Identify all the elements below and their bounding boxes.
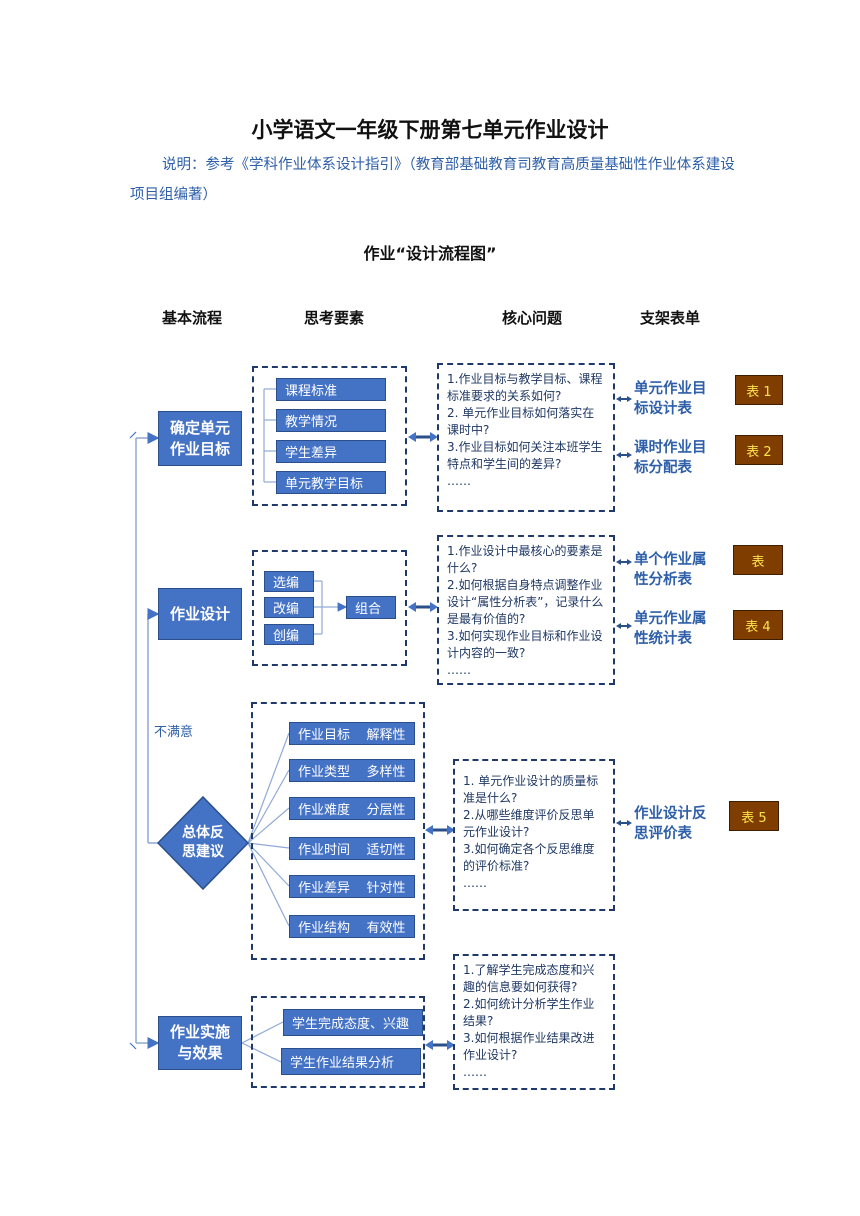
element-result-analysis: 学生作业结果分析	[281, 1048, 421, 1075]
badge-table-4: 表 4	[733, 610, 783, 640]
form-unit-attribute-statistics: 单元作业属性统计表	[634, 609, 707, 649]
form-label-line: 思评价表	[634, 826, 692, 842]
form-label-line: 课时作业目	[634, 440, 707, 456]
element-curriculum-standard: 课程标准	[276, 378, 386, 401]
element-unit-teaching-goals: 单元教学目标	[276, 471, 386, 494]
question-item: 2. 单元作业目标如何落实在课时中?	[447, 406, 595, 437]
question-item: ……	[463, 876, 487, 890]
column-header-thinking-elements: 思考要素	[304, 309, 365, 327]
question-item: 3.如何根据作业结果改进作业设计?	[463, 1031, 595, 1062]
element-difference-targeted: 作业差异 针对性	[289, 875, 415, 898]
elements-group-design	[252, 550, 407, 666]
question-item: 2.如何根据自身特点调整作业设计“属性分析表”，记录什么是最有价值的?	[447, 578, 604, 626]
form-label-line: 标设计表	[634, 401, 692, 417]
step-implementation-effect: 作业实施与效果	[158, 1016, 242, 1070]
question-item: 1.了解学生完成态度和兴趣的信息要如何获得?	[463, 963, 595, 994]
form-label-line: 标分配表	[634, 460, 692, 476]
question-item: 3.作业目标如何关注本班学生特点和学生间的差异?	[447, 440, 603, 471]
question-item: ……	[447, 663, 471, 677]
questions-box-design: 1.作业设计中最核心的要素是什么? 2.如何根据自身特点调整作业设计“属性分析表…	[437, 535, 615, 685]
form-label-line: 单元作业属	[634, 611, 707, 627]
element-student-difference: 学生差异	[276, 440, 386, 463]
reflection-diamond	[156, 795, 250, 891]
form-single-attribute-analysis: 单个作业属性分析表	[634, 550, 707, 590]
step-set-unit-goals: 确定单元作业目标	[158, 411, 242, 466]
question-item: ……	[463, 1065, 487, 1079]
form-lesson-goal-allocation: 课时作业目标分配表	[634, 438, 707, 478]
step-label-line: 作业实施	[169, 1023, 230, 1041]
column-header-basic-flow: 基本流程	[162, 309, 223, 327]
badge-table-3: 表	[733, 545, 783, 575]
badge-table-1: 表 1	[735, 375, 783, 405]
flowchart-title: 作业“设计流程图”	[363, 244, 497, 263]
form-unit-goal-design: 单元作业目标设计表	[634, 379, 707, 419]
question-item: 1. 单元作业设计的质量标准是什么?	[463, 774, 599, 805]
element-goal-interpretive: 作业目标 解释性	[289, 722, 415, 745]
form-label-line: 性统计表	[634, 631, 692, 647]
question-item: 3.如何确定各个反思维度的评价标准?	[463, 842, 595, 873]
badge-table-5: 表 5	[729, 801, 779, 831]
elements-group-reflection	[251, 702, 425, 960]
questions-box-goals: 1.作业目标与教学目标、课程标准要求的关系如何? 2. 单元作业目标如何落实在课…	[437, 363, 615, 512]
form-label-line: 作业设计反	[634, 806, 707, 822]
form-label-line: 单元作业目	[634, 381, 707, 397]
step-homework-design: 作业设计	[158, 588, 242, 640]
element-time-appropriate: 作业时间 适切性	[289, 837, 415, 860]
elements-group-implementation	[251, 996, 425, 1088]
form-label-line: 性分析表	[634, 572, 692, 588]
step-label-line: 思建议	[182, 844, 224, 860]
step-label-line: 作业设计	[169, 604, 230, 623]
question-item: 2.如何统计分析学生作业结果?	[463, 997, 595, 1028]
question-item: 1.作业设计中最核心的要素是什么?	[447, 544, 603, 575]
elements-group-goals	[252, 366, 407, 506]
description-note: 说明：参考《学科作业体系设计指引》（教育部基础教育司教育高质量基础性作业体系建设…	[130, 157, 735, 203]
questions-box-reflection: 1. 单元作业设计的质量标准是什么? 2.从哪些维度评价反思单元作业设计? 3.…	[453, 759, 615, 911]
step-label-line: 确定单元	[169, 418, 230, 437]
badge-table-2: 表 2	[735, 435, 783, 465]
element-select: 选编	[264, 571, 314, 592]
question-item: 2.从哪些维度评价反思单元作业设计?	[463, 808, 595, 839]
form-reflection-evaluation: 作业设计反思评价表	[634, 804, 707, 844]
element-attitude-interest: 学生完成态度、兴趣	[283, 1009, 423, 1036]
element-teaching-situation: 教学情况	[276, 409, 386, 432]
questions-box-implementation: 1.了解学生完成态度和兴趣的信息要如何获得? 2.如何统计分析学生作业结果? 3…	[453, 954, 615, 1090]
column-header-support-forms: 支架表单	[640, 309, 701, 327]
question-item: ……	[447, 474, 471, 488]
page-title: 小学语文一年级下册第七单元作业设计	[251, 118, 609, 142]
column-header-core-questions: 核心问题	[502, 309, 563, 327]
question-item: 1.作业目标与教学目标、课程标准要求的关系如何?	[447, 372, 603, 403]
element-type-diverse: 作业类型 多样性	[289, 759, 415, 782]
step-label-line: 总体反	[182, 825, 224, 841]
step-overall-reflection: 总体反思建议	[170, 824, 236, 862]
form-label-line: 单个作业属	[634, 552, 707, 568]
element-difficulty-layered: 作业难度 分层性	[289, 797, 415, 820]
step-label-line: 与效果	[177, 1044, 223, 1062]
element-adapt: 改编	[264, 597, 314, 618]
element-structure-effective: 作业结构 有效性	[289, 915, 415, 938]
question-item: 3.如何实现作业目标和作业设计内容的一致?	[447, 629, 603, 660]
feedback-label: 不满意	[154, 725, 194, 740]
step-label-line: 作业目标	[169, 439, 230, 458]
element-combine: 组合	[346, 596, 396, 619]
element-create: 创编	[264, 624, 314, 645]
